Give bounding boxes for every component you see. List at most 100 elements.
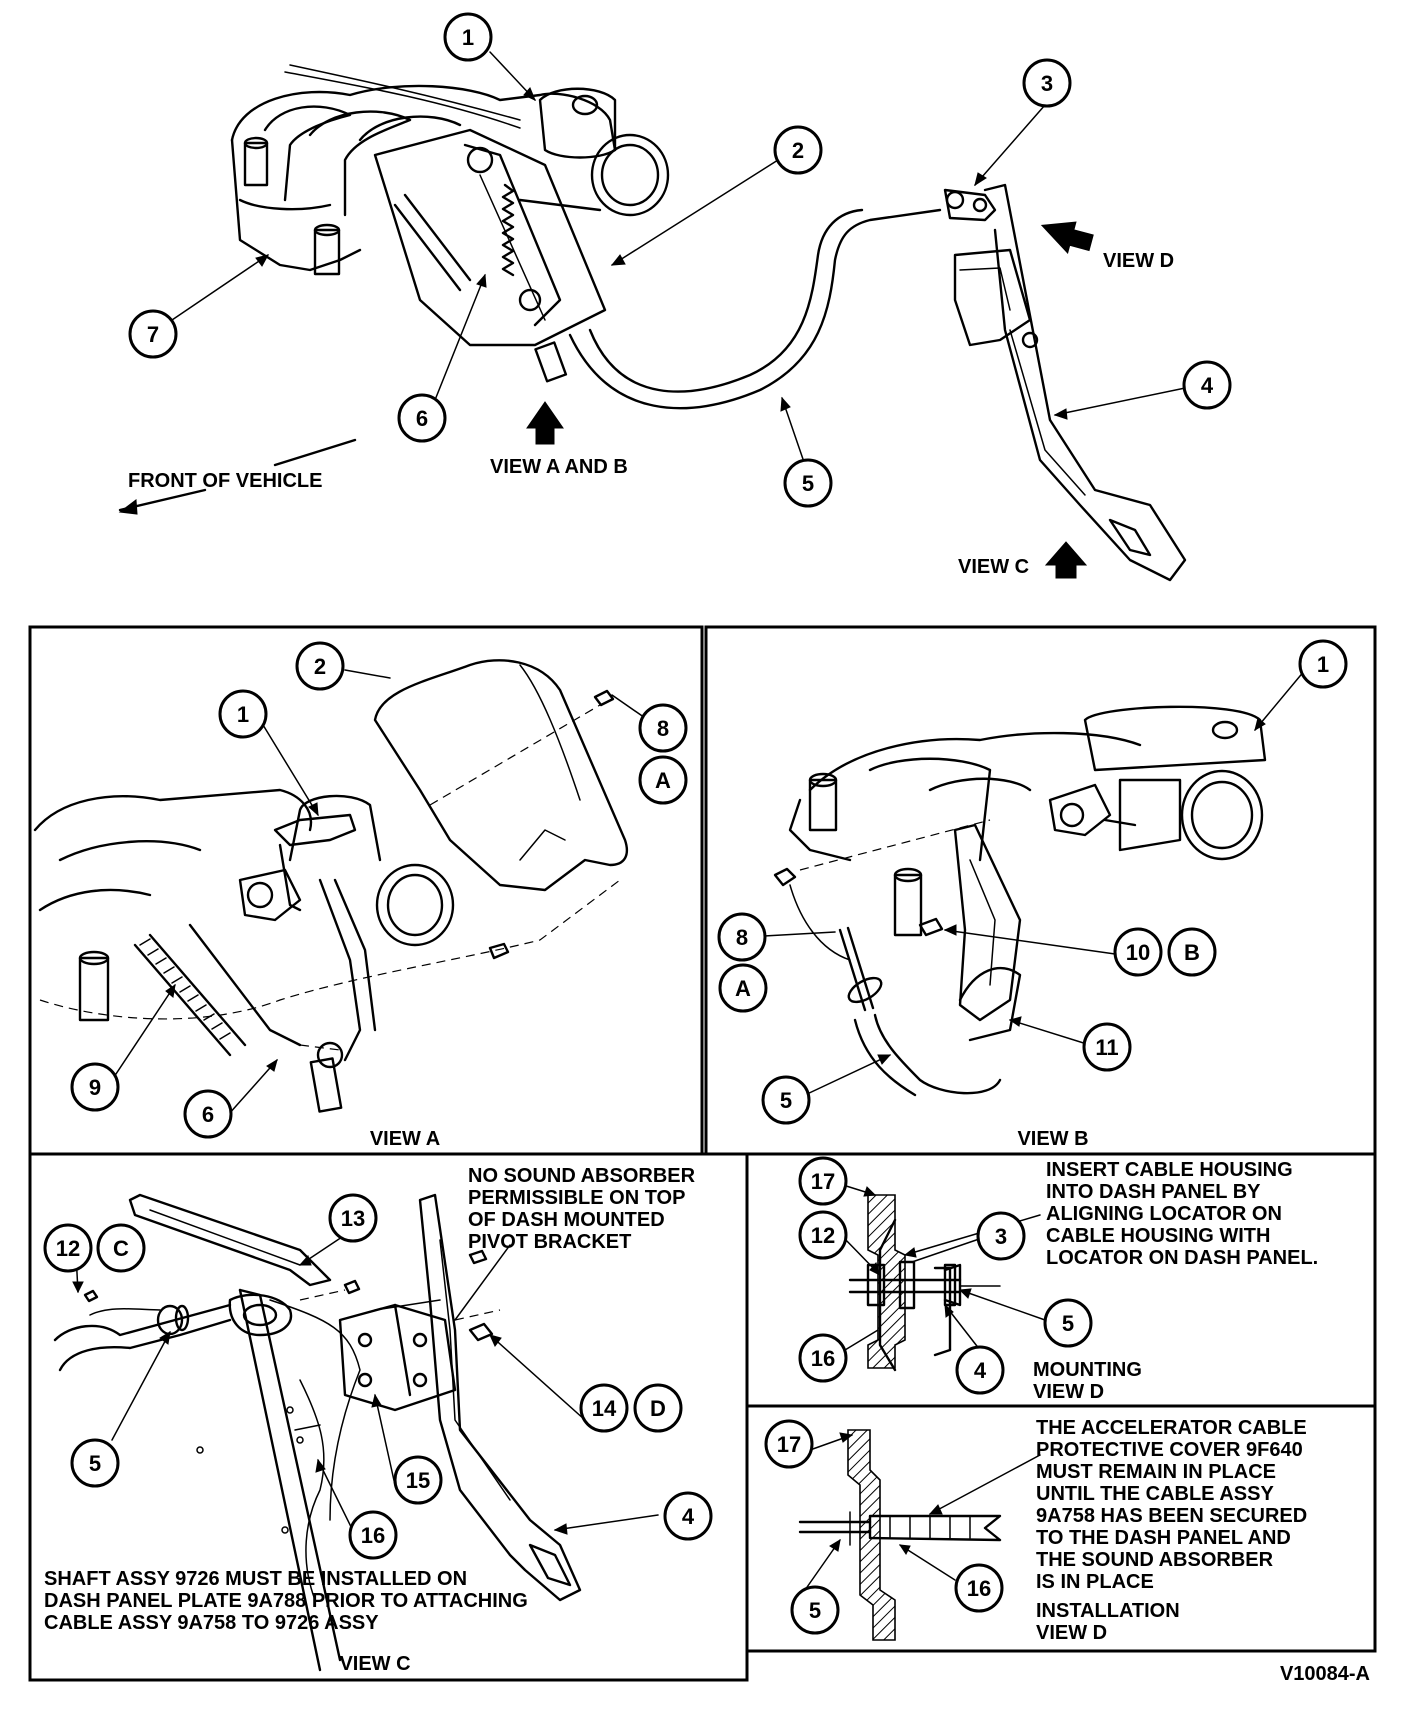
- view-b-callout-11: 11: [1082, 1022, 1132, 1072]
- view-a-title: VIEW A: [370, 1128, 440, 1150]
- svg-text:UNTIL THE CABLE ASSY: UNTIL THE CABLE ASSY: [1036, 1483, 1274, 1505]
- svg-text:15: 15: [406, 1468, 430, 1493]
- svg-text:1: 1: [1317, 652, 1329, 677]
- svg-text:THE SOUND ABSORBER: THE SOUND ABSORBER: [1036, 1549, 1274, 1571]
- installation-title-line1: INSTALLATION: [1036, 1600, 1180, 1622]
- intake-manifold-drawing: [230, 64, 670, 383]
- svg-text:C: C: [113, 1236, 129, 1261]
- mounting-callout-4: 4: [955, 1345, 1005, 1395]
- mounting-view-d-panel: 17 12 3 5 16 4 INSERT CABLE HOUSING INTO…: [798, 1156, 1318, 1403]
- svg-text:2: 2: [314, 654, 326, 679]
- svg-text:10: 10: [1126, 940, 1150, 965]
- view-a-callout-1: 1: [218, 689, 268, 739]
- installation-callout-5: 5: [790, 1585, 840, 1635]
- svg-text:B: B: [1184, 940, 1200, 965]
- view-b-panel: 1 8 A 10 B 11 5 VIEW B: [717, 639, 1348, 1150]
- view-a-callout-8: 8: [638, 703, 688, 753]
- svg-text:D: D: [650, 1396, 666, 1421]
- svg-text:14: 14: [592, 1396, 617, 1421]
- installation-view-d-panel: 17 16 5 THE ACCELERATOR CABLE PROTECTIVE…: [764, 1417, 1307, 1644]
- view-d-label: VIEW D: [1103, 250, 1174, 272]
- accelerator-cable-drawing: [568, 208, 942, 410]
- svg-text:INTO DASH PANEL BY: INTO DASH PANEL BY: [1046, 1181, 1261, 1203]
- view-c-callout-5: 5: [70, 1438, 120, 1488]
- callout-1: 1: [443, 12, 493, 62]
- svg-text:16: 16: [967, 1576, 991, 1601]
- svg-text:3: 3: [995, 1224, 1007, 1249]
- svg-text:4: 4: [682, 1504, 695, 1529]
- svg-text:16: 16: [361, 1523, 385, 1548]
- view-a-and-b-label: VIEW A AND B: [490, 456, 628, 478]
- view-c-callout-D: D: [633, 1383, 683, 1433]
- svg-text:CABLE HOUSING WITH: CABLE HOUSING WITH: [1046, 1225, 1270, 1247]
- view-c-callout-16: 16: [348, 1510, 398, 1560]
- view-c-note-bottom: SHAFT ASSY 9726 MUST BE INSTALLED ON DAS…: [44, 1568, 528, 1634]
- svg-text:5: 5: [89, 1451, 101, 1476]
- view-c-title: VIEW C: [339, 1653, 410, 1675]
- mounting-title-line1: MOUNTING: [1033, 1359, 1142, 1381]
- svg-text:3: 3: [1041, 71, 1053, 96]
- view-c-callout-4: 4: [663, 1491, 713, 1541]
- installation-callout-17: 17: [764, 1419, 814, 1469]
- mounting-callout-16: 16: [798, 1333, 848, 1383]
- svg-text:CABLE ASSY 9A758 TO 9726 ASSY: CABLE ASSY 9A758 TO 9726 ASSY: [44, 1612, 379, 1634]
- svg-text:9: 9: [89, 1075, 101, 1100]
- svg-text:PERMISSIBLE ON TOP: PERMISSIBLE ON TOP: [468, 1187, 685, 1209]
- view-a-and-b-marker: VIEW A AND B: [490, 401, 628, 478]
- view-b-callout-A: A: [718, 963, 768, 1013]
- panel-frames: [28, 625, 1377, 1682]
- svg-text:5: 5: [1062, 1311, 1074, 1336]
- svg-text:THE ACCELERATOR CABLE: THE ACCELERATOR CABLE: [1036, 1417, 1307, 1439]
- svg-text:PIVOT BRACKET: PIVOT BRACKET: [468, 1231, 631, 1253]
- view-c-panel: 13 12 C 5 14 D 15 16 4 NO SOUND ABSORBER…: [43, 1165, 713, 1675]
- svg-text:16: 16: [811, 1346, 835, 1371]
- svg-text:OF DASH MOUNTED: OF DASH MOUNTED: [468, 1209, 665, 1231]
- svg-text:NO SOUND ABSORBER: NO SOUND ABSORBER: [468, 1165, 696, 1187]
- mounting-callout-5: 5: [1043, 1298, 1093, 1348]
- pedal-assembly-drawing: [943, 183, 1187, 582]
- callout-7: 7: [128, 309, 178, 359]
- callout-3: 3: [1022, 58, 1072, 108]
- callout-6: 6: [397, 393, 447, 443]
- svg-text:SHAFT ASSY 9726 MUST BE INSTAL: SHAFT ASSY 9726 MUST BE INSTALLED ON: [44, 1568, 467, 1590]
- view-b-callout-5: 5: [761, 1075, 811, 1125]
- callout-5: 5: [783, 458, 833, 508]
- view-c-callout-15: 15: [393, 1455, 443, 1505]
- installation-title-line2: VIEW D: [1036, 1622, 1107, 1644]
- installation-callout-16: 16: [954, 1563, 1004, 1613]
- overview-callouts: 1 2 3 4 5 6 7: [128, 12, 1232, 508]
- svg-text:8: 8: [736, 925, 748, 950]
- svg-text:A: A: [735, 976, 751, 1001]
- svg-text:9A758 HAS BEEN SECURED: 9A758 HAS BEEN SECURED: [1036, 1505, 1307, 1527]
- mounting-callout-3: 3: [976, 1211, 1026, 1261]
- svg-text:TO THE DASH PANEL AND: TO THE DASH PANEL AND: [1036, 1527, 1291, 1549]
- view-c-callout-14: 14: [579, 1383, 629, 1433]
- svg-text:4: 4: [974, 1358, 987, 1383]
- svg-text:ALIGNING LOCATOR ON: ALIGNING LOCATOR ON: [1046, 1203, 1282, 1225]
- mounting-callout-17: 17: [798, 1156, 848, 1206]
- view-c-callout-12: 12: [43, 1223, 93, 1273]
- view-b-callout-10: 10: [1113, 927, 1163, 977]
- view-d-marker: VIEW D: [1040, 221, 1174, 272]
- svg-text:6: 6: [202, 1102, 214, 1127]
- svg-text:12: 12: [56, 1236, 80, 1261]
- view-c-note-top: NO SOUND ABSORBER PERMISSIBLE ON TOP OF …: [468, 1165, 696, 1253]
- svg-text:1: 1: [237, 702, 249, 727]
- view-a-panel: 2 1 8 A 9 6 VIEW A: [33, 641, 688, 1150]
- figure-id: V10084-A: [1280, 1663, 1370, 1685]
- front-of-vehicle-label: FRONT OF VEHICLE: [128, 470, 322, 492]
- svg-text:IS IN PLACE: IS IN PLACE: [1036, 1571, 1154, 1593]
- overview-section: FRONT OF VEHICLE VIEW A AND B VIEW C VIE…: [118, 12, 1232, 582]
- view-a-callout-A: A: [638, 755, 688, 805]
- overview-leaders: [171, 51, 1191, 466]
- view-b-callout-B: B: [1167, 927, 1217, 977]
- svg-text:A: A: [655, 768, 671, 793]
- view-b-callout-8: 8: [717, 912, 767, 962]
- svg-text:5: 5: [809, 1598, 821, 1623]
- view-a-callout-2: 2: [295, 641, 345, 691]
- svg-text:13: 13: [341, 1206, 365, 1231]
- svg-text:INSERT CABLE HOUSING: INSERT CABLE HOUSING: [1046, 1159, 1293, 1181]
- svg-text:1: 1: [462, 25, 474, 50]
- view-a-callout-6: 6: [183, 1089, 233, 1139]
